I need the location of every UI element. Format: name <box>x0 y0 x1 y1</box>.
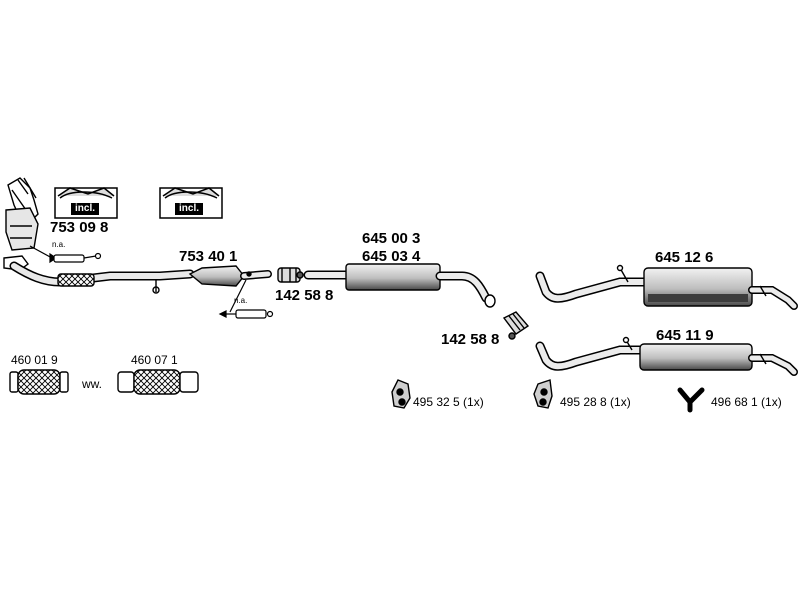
catalytic-converter <box>188 265 272 287</box>
part-number-middle-b: 645 03 4 <box>362 248 421 265</box>
part-number-mount-c: 496 68 1 (1x) <box>711 395 782 409</box>
catalyst-incl-tag: incl. <box>175 203 204 215</box>
downpipe-flex-section <box>57 273 95 287</box>
manifold-incl-tag: incl. <box>71 203 100 215</box>
rubber-mount-a-icon <box>391 379 411 409</box>
flex-alternative-ww: ww. <box>82 377 103 391</box>
part-number-clamp-1: 142 58 8 <box>275 287 334 304</box>
part-number-rear-b: 645 11 9 <box>656 327 714 344</box>
part-number-mount-b: 495 28 8 (1x) <box>560 395 631 409</box>
part-number-mount-a: 495 32 5 (1x) <box>413 395 484 409</box>
rubber-hanger-c-icon <box>677 387 705 413</box>
part-number-rear-a: 645 12 6 <box>655 249 714 266</box>
manifold-body <box>5 207 39 251</box>
rubber-mount-b-icon <box>533 379 553 409</box>
flex-pipe-b <box>117 369 199 395</box>
part-number-clamp-2: 142 58 8 <box>441 331 500 348</box>
part-number-middle-a: 645 00 3 <box>362 230 421 247</box>
part-number-catalyst: 753 40 1 <box>179 248 238 265</box>
front-sensor-na-note: n.a. <box>52 240 66 249</box>
part-number-flex-a: 460 01 9 <box>11 353 58 367</box>
pipe-clamp-2 <box>502 311 530 340</box>
front-lambda-sensor <box>29 245 102 264</box>
pipe-clamp-1 <box>277 267 304 283</box>
rear-silencer-a <box>535 264 798 310</box>
exhaust-manifold-group <box>3 177 195 294</box>
rear-lambda-sensor <box>218 279 274 319</box>
part-number-manifold: 753 09 8 <box>50 219 109 236</box>
middle-silencer <box>303 263 496 308</box>
rear-silencer-b <box>535 336 798 376</box>
part-number-flex-b: 460 07 1 <box>131 353 178 367</box>
rear-sensor-na-note: n.a. <box>234 296 248 305</box>
flex-pipe-a <box>9 369 69 395</box>
